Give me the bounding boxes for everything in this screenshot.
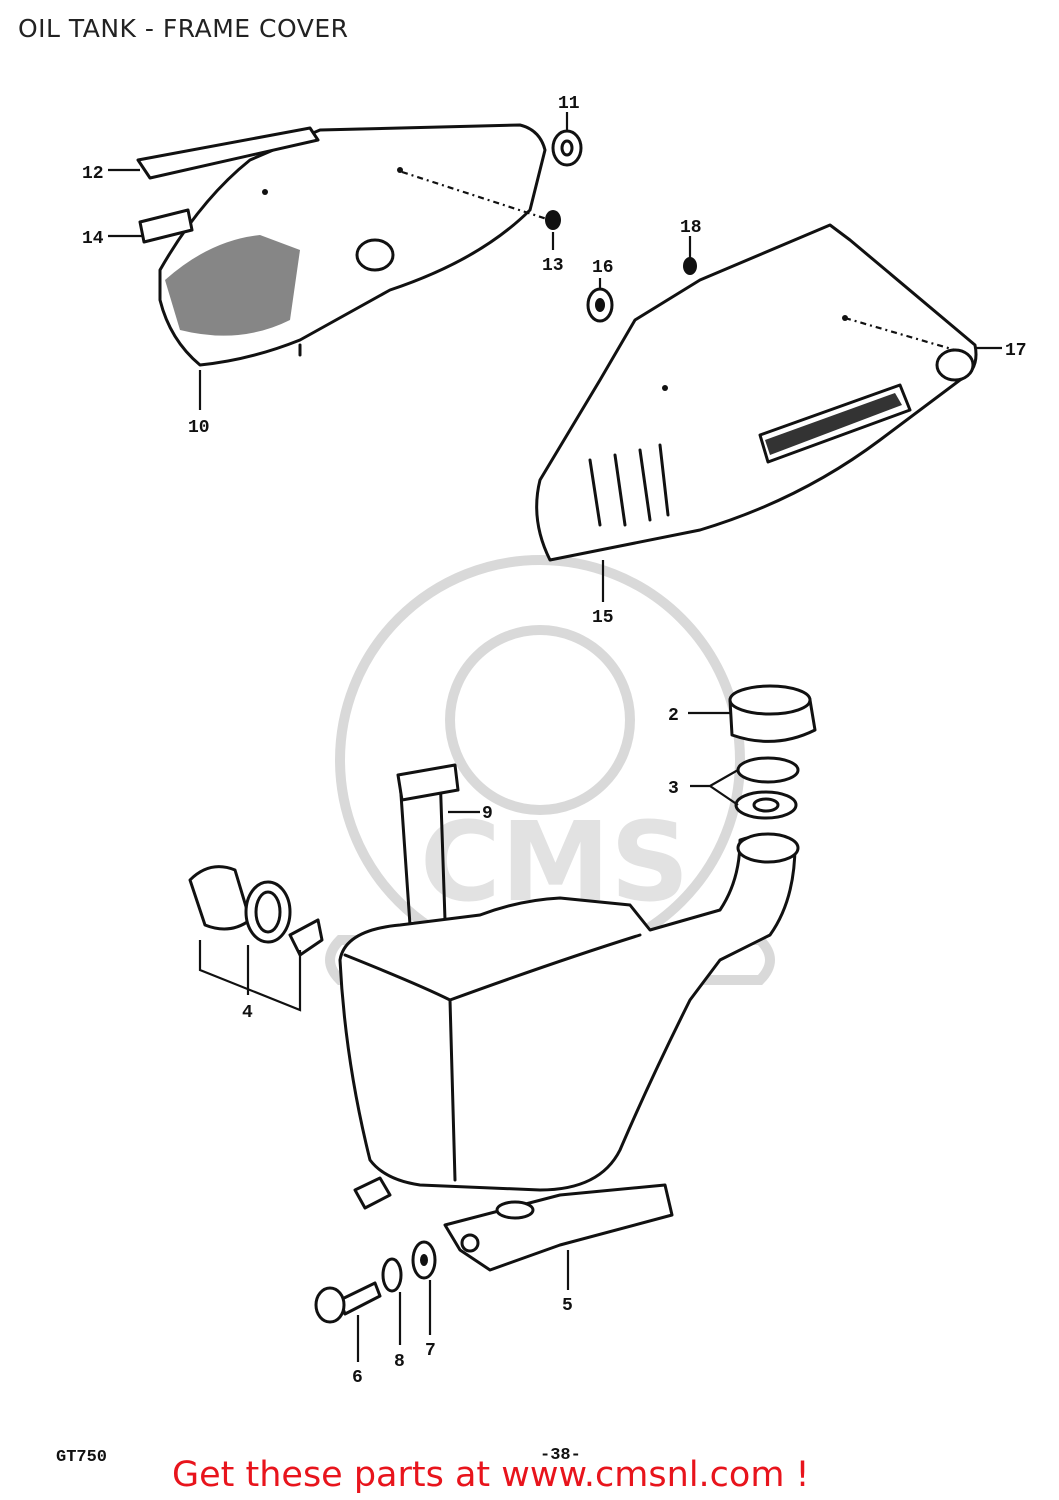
callout-12: 12 — [82, 164, 104, 184]
callout-16: 16 — [592, 258, 614, 278]
callout-13: 13 — [542, 256, 564, 276]
part-11-grommet[interactable] — [551, 129, 583, 167]
callouts: 11 12 14 13 10 18 16 17 15 2 3 9 4 5 6 8… — [82, 94, 1027, 1388]
callout-14: 14 — [82, 229, 104, 249]
callout-2: 2 — [668, 706, 679, 726]
callout-8: 8 — [394, 1352, 405, 1372]
part-16-grommet[interactable] — [586, 287, 614, 323]
part-7-washer[interactable] — [411, 1240, 437, 1280]
part-12-strip[interactable] — [136, 126, 320, 180]
callout-3: 3 — [668, 779, 679, 799]
callout-4: 4 — [242, 1003, 253, 1023]
assembly-line-13 — [401, 170, 551, 222]
callout-7: 7 — [425, 1341, 436, 1361]
callout-17: 17 — [1005, 341, 1027, 361]
page-title: OIL TANK - FRAME COVER — [18, 14, 349, 43]
callout-9: 9 — [482, 804, 493, 824]
part-3-gaskets[interactable] — [734, 756, 800, 820]
callout-5: 5 — [562, 1296, 573, 1316]
part-4-strainer[interactable] — [188, 865, 324, 1012]
callout-18: 18 — [680, 218, 702, 238]
part-18-damper[interactable] — [683, 257, 697, 275]
part-13-damper[interactable] — [545, 210, 561, 230]
part-5-bracket[interactable] — [443, 1183, 674, 1272]
model-label: GT750 — [56, 1448, 108, 1467]
callout-11: 11 — [558, 94, 580, 114]
page-number: -38- — [540, 1446, 581, 1465]
part-15-frame-cover-right[interactable] — [535, 223, 978, 562]
callout-6: 6 — [352, 1368, 363, 1388]
part-10-frame-cover-left[interactable] — [158, 123, 547, 367]
callout-15: 15 — [592, 608, 614, 628]
part-2-tank-cap[interactable] — [728, 684, 817, 743]
oil-tank[interactable] — [338, 832, 800, 1210]
promo-link[interactable]: Get these parts at www.cmsnl.com ! — [172, 1455, 810, 1495]
assembly-line-17 — [844, 316, 956, 352]
part-9-tank-band[interactable] — [396, 763, 460, 927]
leader-lines — [108, 112, 1002, 1362]
part-8-lock-washer[interactable] — [381, 1257, 403, 1293]
callout-10: 10 — [188, 418, 210, 438]
part-6-bolt[interactable] — [314, 1281, 382, 1324]
part-14-emblem[interactable] — [138, 208, 194, 244]
